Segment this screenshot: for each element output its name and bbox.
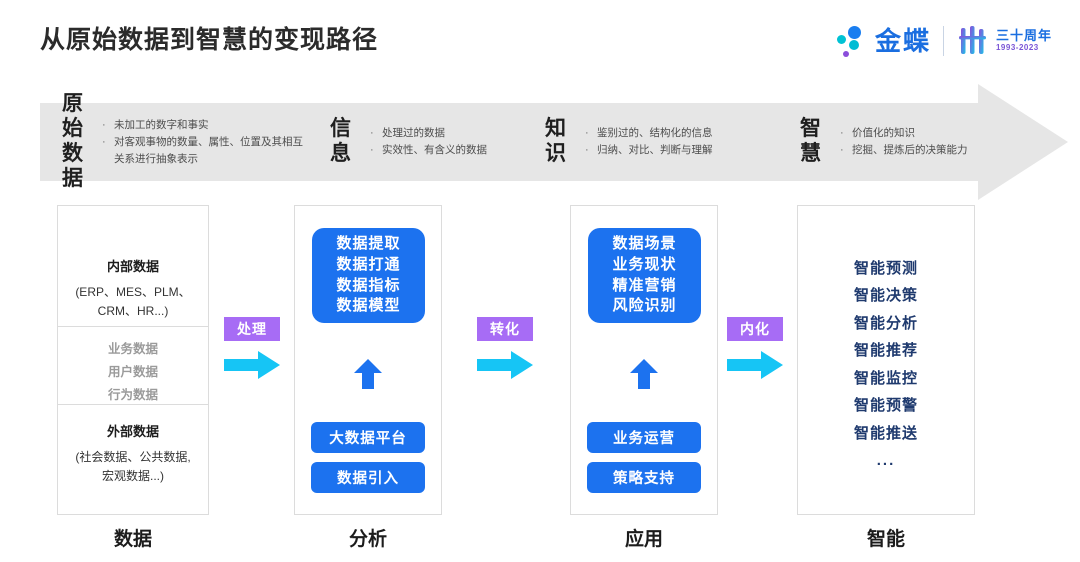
list-item: 用户数据 <box>107 365 158 380</box>
data-ingestion-button[interactable]: 数据引入 <box>311 462 425 493</box>
stage-banner: 原始 数据 ·未加工的数字和事实 ·对客观事物的数量、属性、位置及其相互关系进行… <box>40 84 1068 200</box>
column-caption-smart: 智能 <box>866 529 905 550</box>
connector-label: 处理 <box>224 317 280 341</box>
internal-data-sub: (ERP、MES、PLM、 CRM、HR...) <box>75 285 191 318</box>
bullet-dot-icon: · <box>585 126 589 139</box>
stage-bullets: ·价值化的知识 ·挖掘、提炼后的决策能力 <box>840 125 968 159</box>
bullet-dot-icon: · <box>102 136 106 149</box>
banner-body <box>40 103 980 181</box>
list-item-ellipsis: ... <box>876 452 896 470</box>
panel-line: 数据场景 <box>612 235 677 253</box>
stage-title: 智 慧 <box>800 117 821 165</box>
external-data-title: 外部数据 <box>106 424 159 439</box>
column-caption-data: 数据 <box>113 529 152 550</box>
stage-bullets: ·鉴别过的、结构化的信息 ·归纳、对比、判断与理解 <box>585 125 713 159</box>
analysis-panel: 数据提取 数据打通 数据指标 数据模型 <box>312 228 425 323</box>
panel-line: 数据打通 <box>336 255 401 273</box>
stage-title: 原始 数据 <box>62 92 83 190</box>
anniversary-text: 三十周年 1993-2023 <box>996 29 1052 52</box>
internal-data-block: 内部数据 (ERP、MES、PLM、 CRM、HR...) <box>58 256 208 320</box>
connector-process: 处理 <box>224 317 280 380</box>
bullet-dot-icon: · <box>370 144 374 156</box>
list-item: 智能预警 <box>853 397 918 415</box>
bullet-dot-icon: · <box>370 126 374 139</box>
card-divider <box>58 404 208 405</box>
stage-title: 信 息 <box>330 117 351 165</box>
list-item: 智能监控 <box>853 369 918 387</box>
page-title: 从原始数据到智慧的变现路径 <box>40 26 379 54</box>
anniversary-label: 三十周年 <box>995 28 1052 44</box>
application-panel: 数据场景 业务现状 精准营销 风险识别 <box>588 228 701 323</box>
stage-title: 知 识 <box>545 117 566 165</box>
logo-divider <box>942 26 944 56</box>
big-data-platform-button[interactable]: 大数据平台 <box>311 422 425 453</box>
connector-internalize: 内化 <box>727 317 783 380</box>
anniversary-mark-icon <box>956 24 990 58</box>
internal-data-title: 内部数据 <box>106 259 159 274</box>
up-arrow-icon <box>351 357 385 391</box>
strategy-support-button[interactable]: 策略支持 <box>587 462 701 493</box>
connector-label: 转化 <box>477 317 533 341</box>
external-data-sub: (社会数据、公共数据, 宏观数据...) <box>75 450 191 483</box>
bullet-dot-icon: · <box>102 119 106 132</box>
column-caption-application: 应用 <box>624 529 663 550</box>
banner-stage-information: 信 息 ·处理过的数据 ·实效性、有含义的数据 <box>330 103 487 181</box>
panel-line: 风险识别 <box>612 297 677 315</box>
external-data-block: 外部数据 (社会数据、公共数据, 宏观数据...) <box>58 421 208 485</box>
column-card-smart <box>797 205 975 515</box>
list-item: 业务数据 <box>107 342 158 356</box>
right-arrow-icon <box>727 350 783 380</box>
connector-label: 内化 <box>727 317 783 341</box>
up-arrow-icon <box>627 357 661 391</box>
business-operation-button[interactable]: 业务运营 <box>587 422 701 453</box>
banner-stage-knowledge: 知 识 ·鉴别过的、结构化的信息 ·归纳、对比、判断与理解 <box>545 103 713 181</box>
right-arrow-icon <box>224 350 280 380</box>
smart-capability-list: 智能预测 智能决策 智能分析 智能推荐 智能监控 智能预警 智能推送 ... <box>797 255 975 475</box>
list-item: 智能分析 <box>853 314 918 332</box>
list-item: 智能推送 <box>853 424 918 442</box>
panel-line: 数据模型 <box>336 297 401 315</box>
list-item: 智能预测 <box>853 260 918 277</box>
column-caption-analysis: 分析 <box>348 529 387 550</box>
panel-line: 数据提取 <box>336 235 401 253</box>
kingdee-dots-icon <box>835 24 869 58</box>
panel-line: 业务现状 <box>612 255 677 273</box>
stage-bullets: ·处理过的数据 ·实效性、有含义的数据 <box>370 125 487 159</box>
list-item: 行为数据 <box>107 388 158 403</box>
panel-line: 精准营销 <box>612 276 677 294</box>
data-types-list: 业务数据 用户数据 行为数据 <box>58 338 208 407</box>
panel-line: 数据指标 <box>336 276 401 294</box>
brand-name: 金蝶 <box>874 26 931 56</box>
banner-stage-wisdom: 智 慧 ·价值化的知识 ·挖掘、提炼后的决策能力 <box>800 103 968 181</box>
bullet-dot-icon: · <box>585 144 589 156</box>
banner-arrowhead-icon <box>978 84 1068 200</box>
bullet-dot-icon: · <box>840 144 844 156</box>
brand-logo: 金蝶 三十周年 1993-2023 <box>835 20 1052 62</box>
connector-transform: 转化 <box>477 317 533 380</box>
card-divider <box>58 326 208 327</box>
list-item: 智能决策 <box>853 287 918 305</box>
banner-stage-raw-data: 原始 数据 ·未加工的数字和事实 ·对客观事物的数量、属性、位置及其相互关系进行… <box>62 92 304 189</box>
stage-bullets: ·未加工的数字和事实 ·对客观事物的数量、属性、位置及其相互关系进行抽象表示 <box>102 119 303 165</box>
list-item: 智能推荐 <box>853 342 918 360</box>
bullet-dot-icon: · <box>840 126 844 139</box>
right-arrow-icon <box>477 350 533 380</box>
anniversary-years: 1993-2023 <box>995 42 1039 52</box>
column-card-data: 内部数据 (ERP、MES、PLM、 CRM、HR...) 业务数据 用户数据 … <box>57 205 209 515</box>
